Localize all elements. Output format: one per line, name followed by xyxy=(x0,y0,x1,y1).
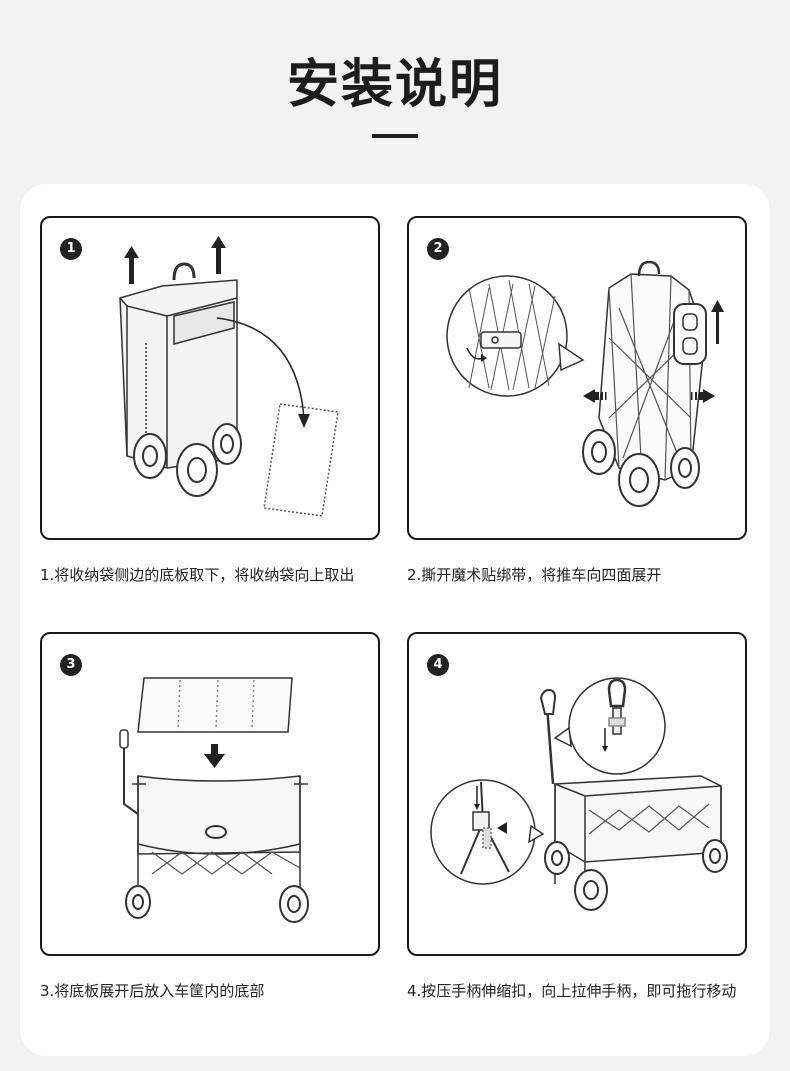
wheel-icon xyxy=(582,429,700,507)
step-1-caption: 1.将收纳袋侧边的底板取下，将收纳袋向上取出 xyxy=(40,566,355,584)
step-3-badge: 3 xyxy=(60,654,82,676)
step-4-panel: 4 xyxy=(407,632,747,956)
step-4-badge: 4 xyxy=(427,654,449,676)
step-2-illustration xyxy=(446,260,724,507)
step-1-illustration xyxy=(119,236,339,517)
wheel-icon xyxy=(125,885,309,923)
step-3-caption: 3.将底板展开后放入车筐内的底部 xyxy=(40,982,265,1000)
step-2-caption: 2.撕开魔术贴绑带，将推车向四面展开 xyxy=(407,566,662,584)
expand-arrow-icon xyxy=(583,300,724,403)
instruction-card: 1 xyxy=(20,184,770,1056)
step-2-panel: 2 xyxy=(407,216,747,540)
up-arrow-icon xyxy=(124,236,226,284)
wheel-icon xyxy=(544,839,728,911)
step-4-caption: 4.按压手柄伸缩扣，向上拉伸手柄，即可拖行移动 xyxy=(407,982,737,1000)
page-title: 安装说明 xyxy=(286,55,503,115)
title-underline xyxy=(372,134,418,138)
down-arrow-icon xyxy=(204,744,225,768)
step-1-panel: 1 xyxy=(40,216,380,540)
step-1-badge: 1 xyxy=(60,238,82,260)
step-4-illustration xyxy=(430,677,728,911)
step-3-illustration xyxy=(119,677,309,923)
step-2-badge: 2 xyxy=(427,238,449,260)
step-3-panel: 3 xyxy=(40,632,380,956)
wheel-icon xyxy=(133,423,242,497)
